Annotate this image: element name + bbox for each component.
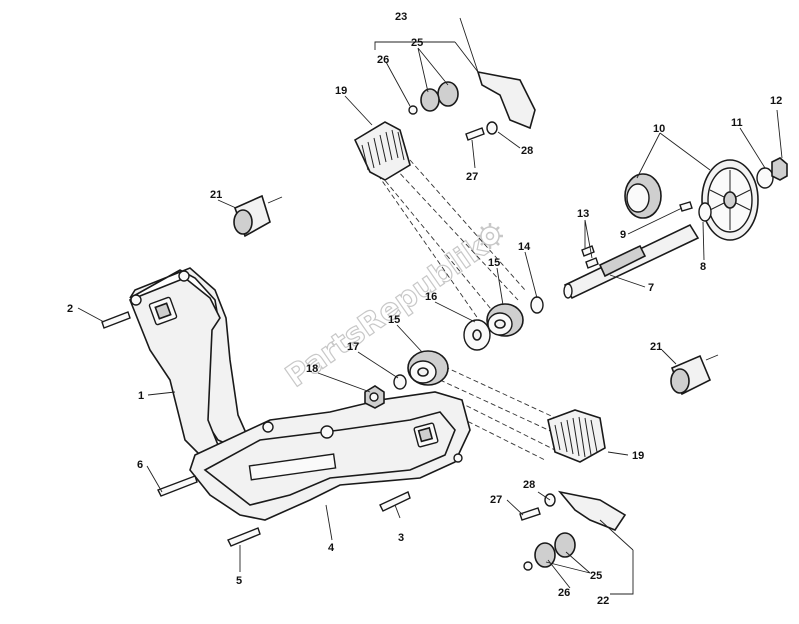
label-13: 13 <box>577 208 589 220</box>
label-26-upper: 26 <box>377 54 389 66</box>
washer-16[interactable] <box>463 319 491 351</box>
label-28-lower: 28 <box>523 479 535 491</box>
label-22: 22 <box>597 595 609 607</box>
label-16: 16 <box>425 291 437 303</box>
label-7: 7 <box>648 282 654 294</box>
label-8: 8 <box>700 261 706 273</box>
bolt-6[interactable] <box>157 475 198 497</box>
label-12: 12 <box>770 95 782 107</box>
gear-icon <box>477 223 503 249</box>
rubber-mount-right[interactable] <box>670 354 719 396</box>
label-23: 23 <box>395 11 407 23</box>
washer-11[interactable] <box>756 167 774 189</box>
pulley-lower[interactable] <box>407 350 449 386</box>
label-15-upper: 15 <box>488 257 500 269</box>
label-19-lower: 19 <box>632 450 644 462</box>
label-21-left: 21 <box>210 189 222 201</box>
key-9[interactable] <box>679 201 693 212</box>
label-19-upper: 19 <box>335 85 347 97</box>
label-3: 3 <box>398 532 404 544</box>
bolt-2[interactable] <box>101 311 131 329</box>
vertical-cover-part[interactable] <box>128 267 251 456</box>
leader-lines <box>77 17 783 595</box>
bracket-assembly-upper[interactable] <box>408 70 536 141</box>
label-9: 9 <box>620 229 626 241</box>
label-26-lower: 26 <box>558 587 570 599</box>
label-28-upper: 28 <box>521 145 533 157</box>
label-17: 17 <box>347 341 359 353</box>
washer-17[interactable] <box>393 374 407 390</box>
label-11: 11 <box>731 117 743 129</box>
nut-12[interactable] <box>771 157 788 181</box>
label-18: 18 <box>306 363 318 375</box>
part-labels: 1 2 3 4 5 6 7 8 9 10 11 12 13 14 15 15 1… <box>67 11 782 607</box>
label-1: 1 <box>138 390 144 402</box>
rubber-mount-left[interactable] <box>233 194 283 238</box>
label-10: 10 <box>653 123 665 135</box>
label-25-lower: 25 <box>590 570 602 582</box>
washer-8[interactable] <box>698 202 712 222</box>
label-2: 2 <box>67 303 73 315</box>
label-6: 6 <box>137 459 143 471</box>
pulley-upper[interactable] <box>486 303 524 337</box>
bolt-5[interactable] <box>227 527 261 547</box>
gear-small[interactable] <box>624 173 662 219</box>
label-5: 5 <box>236 575 242 587</box>
keys-13[interactable] <box>581 245 599 269</box>
label-27-lower: 27 <box>490 494 502 506</box>
nut-18[interactable] <box>364 385 385 409</box>
label-27-upper: 27 <box>466 171 478 183</box>
timing-belt-upper[interactable] <box>353 121 411 181</box>
bolt-3[interactable] <box>379 491 411 512</box>
label-15-lower: 15 <box>388 314 400 326</box>
label-14: 14 <box>518 241 531 253</box>
washer-14[interactable] <box>530 296 544 314</box>
label-4: 4 <box>328 542 335 554</box>
bracket-assembly-lower[interactable] <box>519 490 627 571</box>
timing-belt-lower[interactable] <box>547 409 606 463</box>
label-21-right: 21 <box>650 341 662 353</box>
label-25-upper: 25 <box>411 37 423 49</box>
shaft-7[interactable] <box>563 223 700 300</box>
gear-large[interactable] <box>701 159 759 241</box>
horizontal-cover-part[interactable] <box>189 391 471 521</box>
